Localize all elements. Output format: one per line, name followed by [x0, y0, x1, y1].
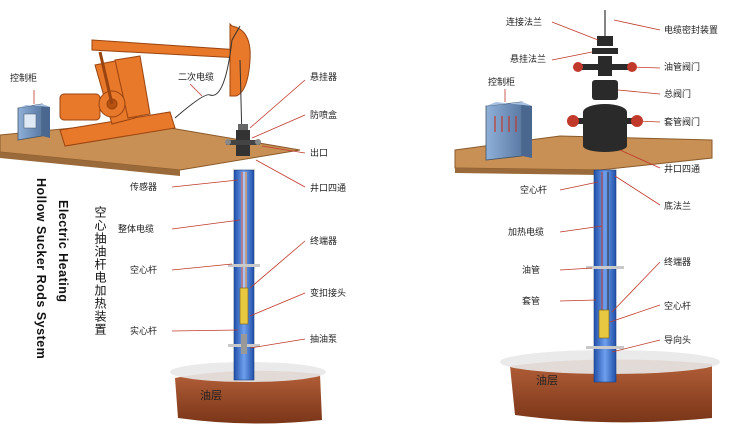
label-tubing-valve: 油管阀门 — [664, 61, 700, 73]
label-casing: 套管 — [522, 295, 540, 307]
label-integral-cable: 整体电缆 — [118, 223, 154, 235]
label-adapter-joint: 变扣接头 — [310, 287, 346, 299]
left-soil — [175, 370, 322, 424]
label-right-hollow-rod-2: 空心杆 — [664, 300, 691, 312]
label-right-hollow-rod: 空心杆 — [520, 184, 547, 196]
left-diagram: 控制柜 二次电缆 悬挂器 防喷盒 出口 传感器 井口四通 整体电缆 终端器 空心… — [0, 22, 346, 424]
title-en-line1: Electric Heating — [56, 200, 70, 303]
right-soil — [510, 359, 712, 423]
right-well-bore — [593, 169, 617, 383]
label-terminator: 终端器 — [310, 235, 337, 247]
right-wellhead — [567, 10, 643, 152]
label-hanging-flange: 悬挂法兰 — [510, 53, 546, 65]
label-heating-cable: 加热电缆 — [508, 226, 544, 238]
secondary-cable — [174, 25, 241, 119]
pumpjack — [59, 22, 251, 147]
label-master-valve: 总阀门 — [664, 88, 691, 100]
left-leaders — [33, 79, 306, 349]
label-guide-head: 导向头 — [664, 334, 691, 346]
right-leaders — [504, 19, 661, 353]
label-sensor: 传感器 — [130, 181, 157, 193]
title-cn: 空心抽油杆电加热装置 — [93, 206, 107, 336]
label-suspender: 悬挂器 — [310, 71, 337, 83]
label-wellhead-cross: 井口四通 — [310, 182, 346, 194]
label-hollow-rod: 空心杆 — [130, 264, 157, 276]
label-blowout-preventer: 防喷盒 — [310, 109, 337, 121]
label-tubing: 油管 — [522, 264, 540, 276]
left-wellhead — [225, 124, 261, 156]
label-right-control-cabinet: 控制柜 — [488, 76, 515, 88]
label-secondary-cable: 二次电缆 — [178, 71, 214, 83]
label-right-wellhead-cross: 井口四通 — [664, 163, 700, 175]
label-bottom-flange: 底法兰 — [664, 200, 691, 212]
label-casing-valve: 套管阀门 — [664, 116, 700, 128]
label-connecting-flange: 连接法兰 — [506, 16, 542, 28]
label-oil-layer-right: 油层 — [536, 373, 558, 387]
label-pump: 抽油泵 — [310, 333, 337, 345]
label-solid-rod: 实心杆 — [130, 325, 157, 337]
label-outlet: 出口 — [310, 147, 328, 159]
label-control-cabinet: 控制柜 — [10, 72, 37, 84]
right-diagram: 连接法兰 电缆密封装置 悬挂法兰 油管阀门 控制柜 总阀门 套管阀门 井口四通 … — [454, 10, 720, 423]
label-right-terminator: 终端器 — [664, 256, 691, 268]
right-control-cabinet — [485, 101, 532, 161]
title-en-line2: Hollow Sucker Rods System — [34, 178, 48, 360]
left-control-cabinet — [17, 103, 50, 141]
label-oil-layer-left: 油层 — [200, 388, 222, 402]
label-cable-seal: 电缆密封装置 — [664, 24, 718, 36]
